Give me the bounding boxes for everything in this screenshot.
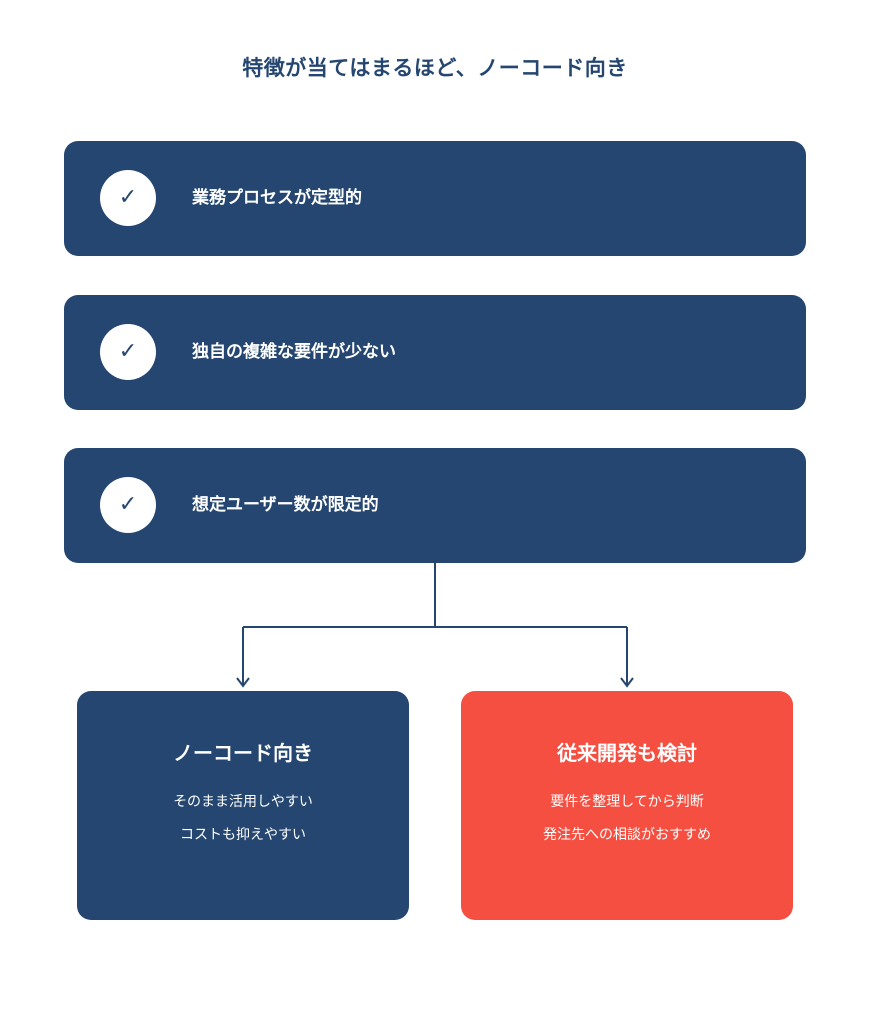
check-icon: ✓: [100, 477, 156, 533]
criteria-card-1: ✓ 業務プロセスが定型的: [64, 141, 806, 256]
result-line: 発注先への相談がおすすめ: [543, 827, 711, 843]
result-line: そのまま活用しやすい: [173, 794, 313, 810]
criteria-label-1: 業務プロセスが定型的: [192, 188, 362, 208]
criteria-card-2: ✓ 独自の複雑な要件が少ない: [64, 295, 806, 410]
result-title-conventional: 従来開発も検討: [557, 741, 697, 765]
criteria-label-3: 想定ユーザー数が限定的: [192, 495, 379, 515]
check-icon: ✓: [100, 324, 156, 380]
result-card-conventional: 従来開発も検討 要件を整理してから判断 発注先への相談がおすすめ: [461, 691, 793, 920]
criteria-label-2: 独自の複雑な要件が少ない: [192, 342, 396, 362]
criteria-card-3: ✓ 想定ユーザー数が限定的: [64, 448, 806, 563]
result-line: 要件を整理してから判断: [550, 794, 704, 810]
arrow-down-right-icon: [620, 677, 634, 688]
check-icon: ✓: [100, 170, 156, 226]
result-line: コストも抑えやすい: [180, 827, 306, 843]
arrow-down-left-icon: [236, 677, 250, 688]
result-title-nocode: ノーコード向き: [173, 741, 313, 765]
diagram-title: 特徴が当てはまるほど、ノーコード向き: [242, 56, 628, 80]
result-card-nocode: ノーコード向き そのまま活用しやすい コストも抑えやすい: [77, 691, 409, 920]
